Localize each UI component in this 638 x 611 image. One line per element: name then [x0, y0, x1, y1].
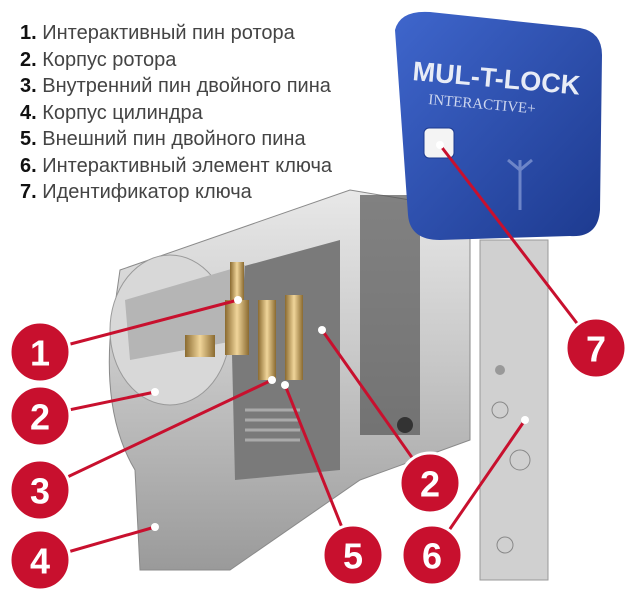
legend-item: 6. Интерактивный элемент ключа: [20, 153, 332, 180]
svg-text:1: 1: [30, 333, 50, 374]
legend-number: 5.: [20, 128, 37, 150]
svg-text:3: 3: [30, 471, 50, 512]
marker-2-left: 2: [8, 384, 72, 448]
legend-item: 5. Внешний пин двойного пина: [20, 126, 332, 153]
marker-7: 7: [564, 316, 628, 380]
pins: [185, 262, 303, 442]
legend-item: 2. Корпус ротора: [20, 47, 332, 74]
legend-label: Внутренний пин двойного пина: [42, 75, 331, 97]
leader-lines: [39, 144, 598, 562]
key: MUL-T-LOCK INTERACTIVE+: [395, 11, 602, 581]
legend-label: Корпус цилиндра: [42, 101, 203, 124]
leader-endpoints: [151, 141, 529, 531]
legend-label: Идентификатор ключа: [42, 181, 252, 203]
legend-label: Корпус ротора: [42, 48, 177, 71]
legend-number: 7.: [20, 181, 37, 203]
legend-item: 3. Внутренний пин двойного пина: [20, 73, 332, 100]
legend-number: 3.: [20, 75, 37, 97]
marker-5: 5: [321, 523, 385, 587]
marker-2-right: 2: [398, 451, 462, 515]
legend-label: Интерактивный пин ротора: [42, 22, 295, 44]
svg-text:2: 2: [30, 397, 50, 438]
legend-number: 1.: [20, 22, 37, 44]
svg-text:4: 4: [30, 541, 50, 582]
marker-1: 1: [8, 320, 72, 384]
legend-item: 4. Корпус цилиндра: [20, 100, 332, 127]
legend-number: 4.: [20, 101, 37, 124]
legend-item: 1. Интерактивный пин ротора: [20, 20, 332, 47]
legend-label: Интерактивный элемент ключа: [42, 154, 332, 177]
svg-text:6: 6: [422, 536, 442, 577]
svg-text:2: 2: [420, 464, 440, 505]
legend-label: Внешний пин двойного пина: [42, 128, 306, 150]
legend-number: 2.: [20, 48, 37, 71]
marker-4: 4: [8, 528, 72, 592]
key-head: [395, 11, 602, 241]
legend-number: 6.: [20, 154, 37, 177]
marker-3: 3: [8, 458, 72, 522]
marker-6: 6: [400, 523, 464, 587]
svg-text:7: 7: [586, 329, 606, 370]
legend: 1. Интерактивный пин ротора 2. Корпус ро…: [20, 20, 332, 206]
svg-text:5: 5: [343, 536, 363, 577]
legend-item: 7. Идентификатор ключа: [20, 179, 332, 206]
